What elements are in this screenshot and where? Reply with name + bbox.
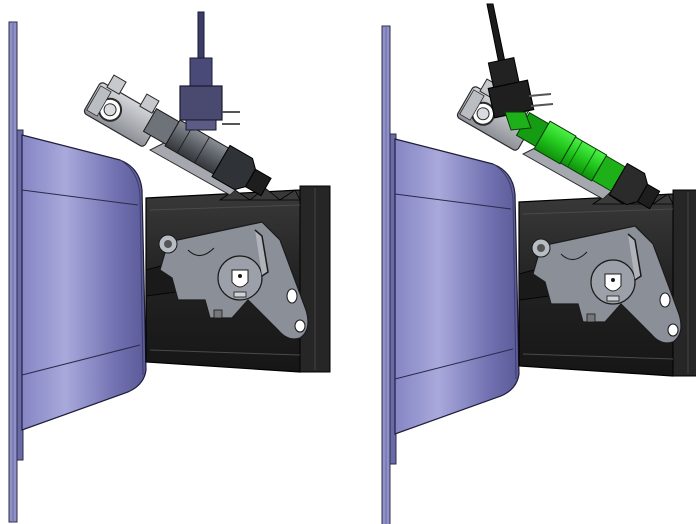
right-view <box>381 3 696 524</box>
throttle-body-assembly <box>8 21 331 523</box>
throttle-body-assembly <box>381 25 696 524</box>
left-view <box>8 11 331 523</box>
injector-connector <box>179 11 240 131</box>
injector-connector <box>486 3 554 131</box>
